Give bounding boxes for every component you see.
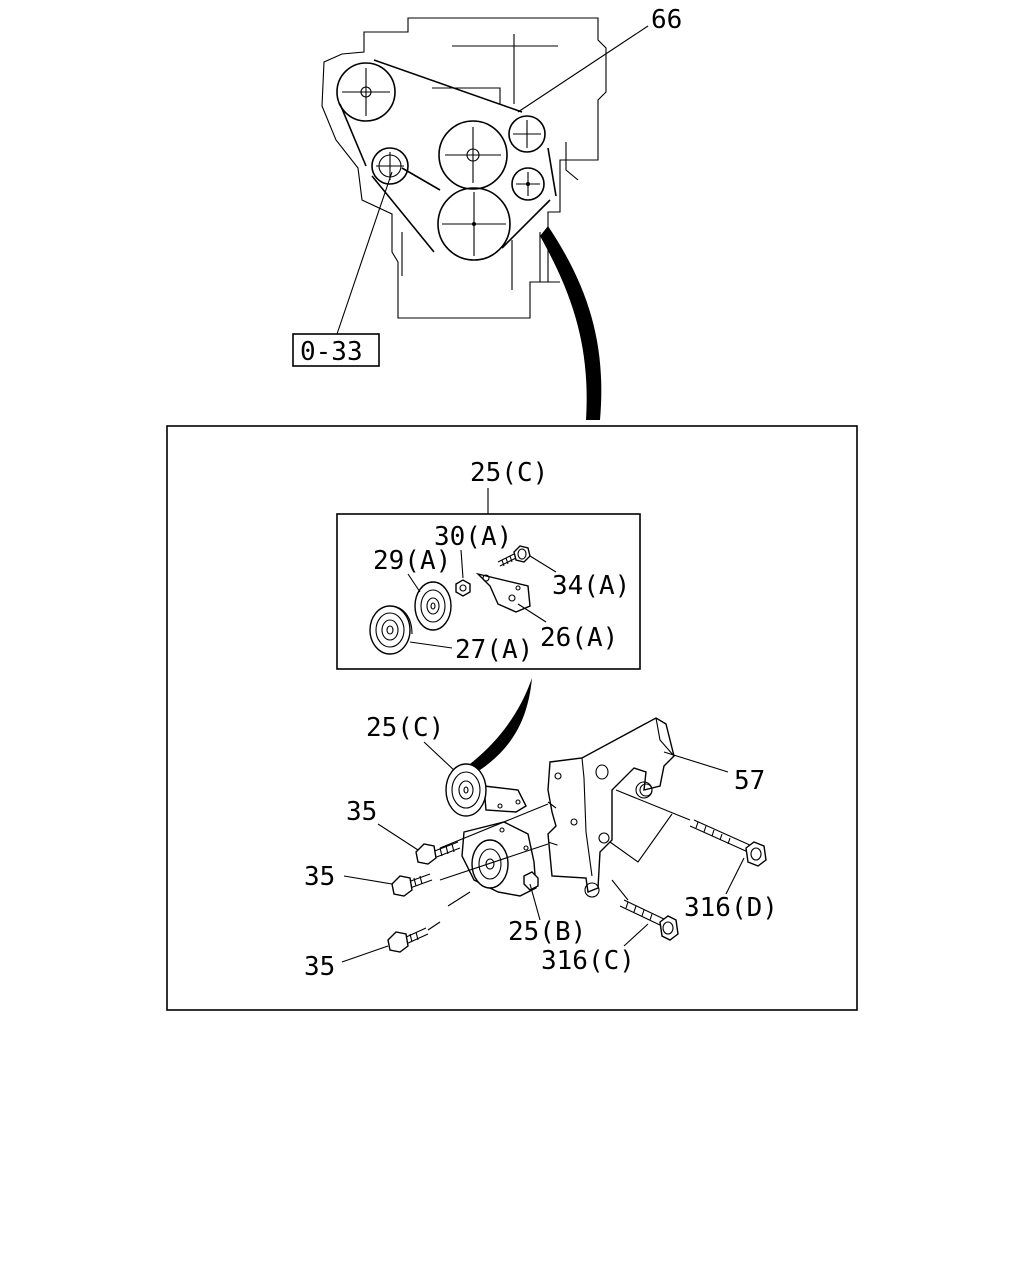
label-bolt-316d: 316(D)	[684, 893, 778, 923]
detail-frame	[166, 425, 858, 1011]
leader-35-bottom	[341, 945, 389, 963]
label-bracket-26: 26(A)	[540, 623, 618, 653]
inset-pointer	[470, 678, 532, 770]
label-bracket: 57	[734, 766, 765, 796]
bolt-316c[interactable]	[619, 899, 679, 941]
label-bolt-35-bottom: 35	[304, 952, 335, 982]
leader-25b	[529, 883, 541, 921]
label-bolt-316c: 316(C)	[541, 946, 635, 976]
leader-idler-assy	[423, 741, 457, 773]
small-left-idler	[371, 147, 409, 185]
leader-66	[517, 25, 649, 113]
idler-assembly-25c[interactable]	[445, 763, 527, 817]
leader-35-mid	[343, 875, 393, 885]
pulley-29a[interactable]	[414, 581, 452, 631]
lower-right-idler	[511, 167, 545, 201]
label-washer: 30(A)	[434, 522, 512, 552]
tensioner-25b[interactable]	[461, 821, 539, 897]
upper-right-idler	[508, 115, 546, 153]
inset-box	[336, 513, 641, 670]
drive-belt	[339, 59, 557, 253]
leader-35-top	[377, 823, 419, 851]
label-bolt-35-mid: 35	[304, 862, 335, 892]
reference-box[interactable]: 0-33	[292, 333, 380, 367]
leader-27a	[409, 641, 453, 649]
label-idler-assy: 25(C)	[366, 713, 444, 743]
nut-30a[interactable]	[455, 579, 471, 597]
leader-29a	[407, 573, 421, 593]
label-bolt-34: 34(A)	[552, 571, 630, 601]
label-bolt-35-top: 35	[346, 797, 377, 827]
engine-front-view	[321, 17, 649, 335]
label-belt: 66	[651, 5, 682, 35]
bracket-26a[interactable]	[475, 572, 531, 613]
leader-57	[663, 751, 729, 773]
zoom-pointer	[540, 226, 602, 420]
bracket-57[interactable]	[547, 717, 675, 893]
washer-lower	[584, 882, 600, 898]
leader-34a	[529, 555, 557, 573]
leader-316c	[623, 923, 649, 947]
bolt-35-bottom[interactable]	[387, 921, 441, 953]
bolt-316d[interactable]	[689, 819, 767, 867]
leader-26a	[517, 603, 547, 623]
leader-316d	[725, 857, 745, 895]
center-pulley	[438, 120, 508, 190]
label-ref-box: 0-33	[300, 337, 363, 367]
leader-0-33	[336, 171, 393, 335]
washer-upper	[635, 781, 653, 799]
crankshaft-pulley	[437, 187, 511, 261]
label-inset-title: 25(C)	[470, 458, 548, 488]
label-pulley-29: 29(A)	[373, 546, 451, 576]
bolt-35-mid[interactable]	[391, 873, 433, 897]
pulley-27a[interactable]	[369, 605, 413, 655]
hidden-lines	[547, 801, 561, 847]
label-pulley-27: 27(A)	[455, 635, 533, 665]
leader-30a	[460, 549, 464, 579]
upper-left-pulley	[336, 62, 396, 122]
label-tensioner: 25(B)	[508, 917, 586, 947]
mounting-guide-lines	[439, 789, 691, 907]
bolt-35-top[interactable]	[415, 841, 461, 865]
